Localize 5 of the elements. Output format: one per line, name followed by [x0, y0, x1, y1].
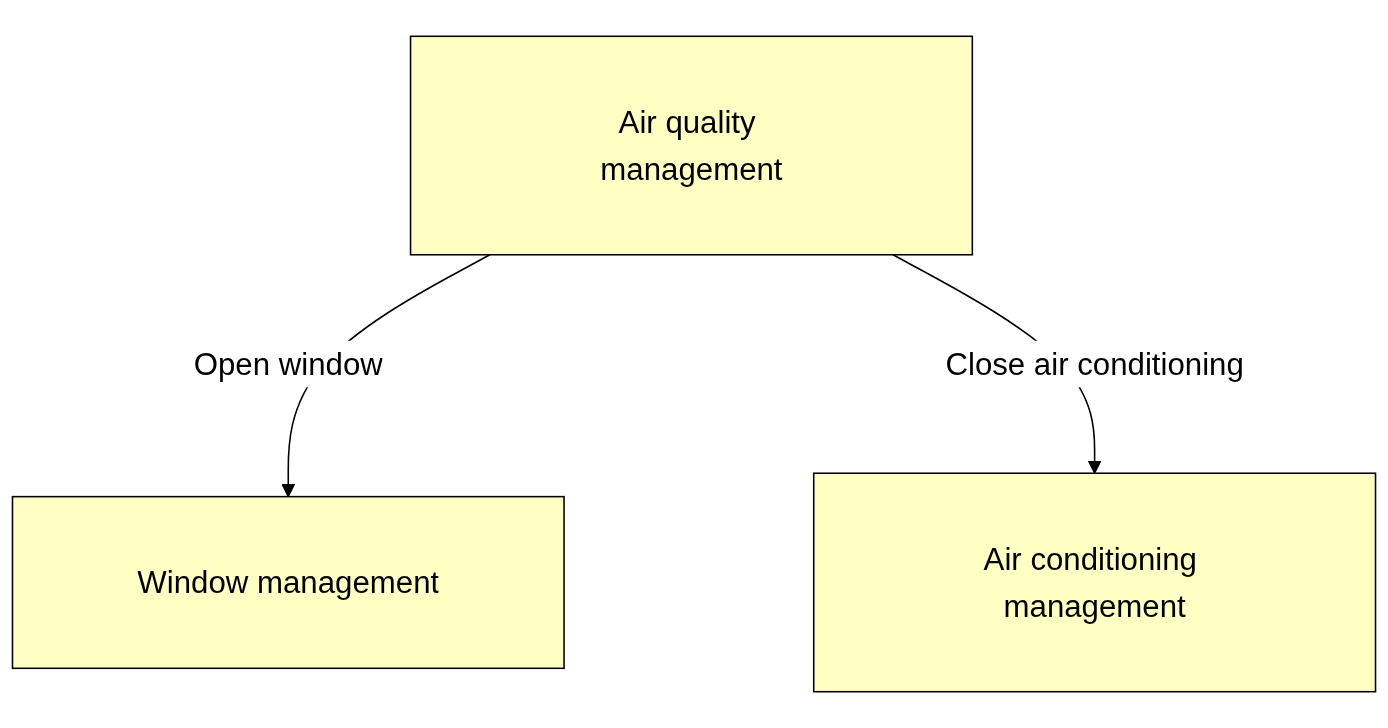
edge-label: Open window — [193, 346, 383, 382]
node-box: Window management — [11, 495, 565, 670]
node-box: Air conditioning management — [812, 472, 1377, 693]
node-box: Air quality management — [409, 35, 974, 256]
edge-label: Close air conditioning — [945, 346, 1244, 382]
